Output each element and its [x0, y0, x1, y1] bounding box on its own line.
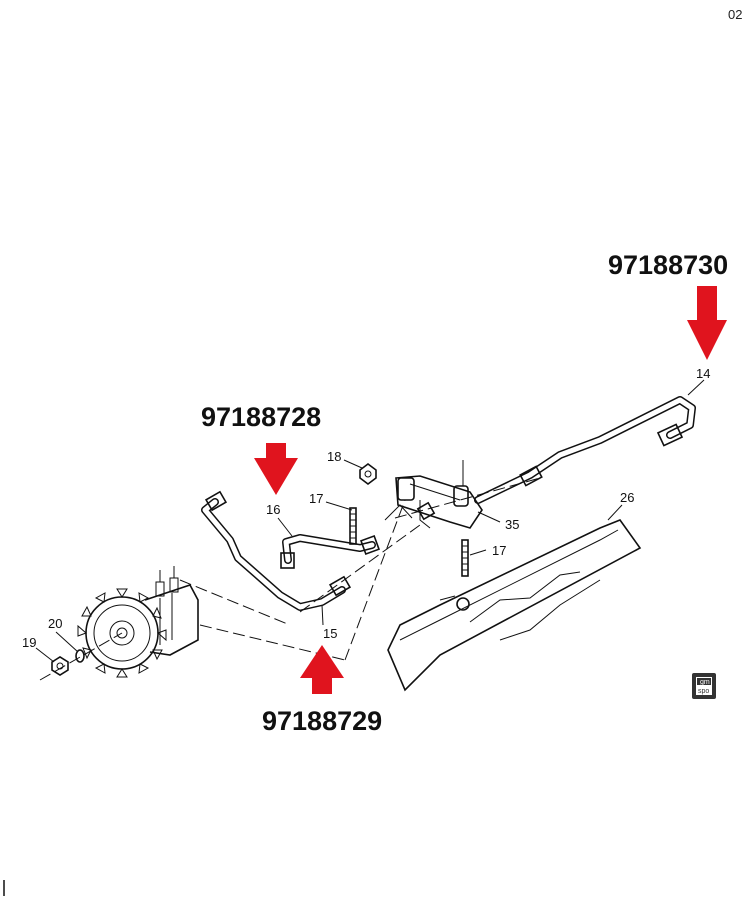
down-arrow-icon: [254, 443, 298, 495]
injection-pump: [39, 566, 199, 681]
intake-manifold-26: [387, 519, 642, 692]
gm-spo-badge-icon: gm spo: [692, 673, 716, 699]
washer-20: [75, 649, 85, 663]
callout-19: 19: [22, 635, 36, 650]
callout-17-upper: 17: [309, 491, 323, 506]
callout-16: 16: [266, 502, 280, 517]
fuel-line-16: [280, 534, 380, 569]
down-arrow-icon: [687, 286, 727, 360]
stud-17-lower: [461, 539, 469, 577]
fuel-line-15: [201, 490, 352, 611]
nut-19: [51, 656, 69, 676]
fuel-line-14: [474, 396, 696, 504]
up-arrow-icon: [300, 645, 344, 694]
part-number-97188729: 97188729: [262, 706, 382, 736]
nut-18: [359, 463, 377, 485]
pump-gear: [77, 588, 167, 678]
badge-line-1: gm: [700, 679, 710, 686]
callout-17-lower: 17: [492, 543, 506, 558]
callout-26: 26: [620, 490, 634, 505]
callout-15: 15: [323, 626, 337, 641]
callout-20: 20: [48, 616, 62, 631]
callout-18: 18: [327, 449, 341, 464]
corner-code: 02: [728, 7, 742, 22]
badge-line-2: spo: [698, 688, 709, 695]
distribution-block-35: [384, 460, 483, 529]
stud-17-upper: [349, 507, 357, 545]
part-number-97188730: 97188730: [608, 250, 728, 280]
callout-14: 14: [696, 366, 710, 381]
callout-35: 35: [505, 517, 519, 532]
part-number-97188728: 97188728: [201, 402, 321, 432]
